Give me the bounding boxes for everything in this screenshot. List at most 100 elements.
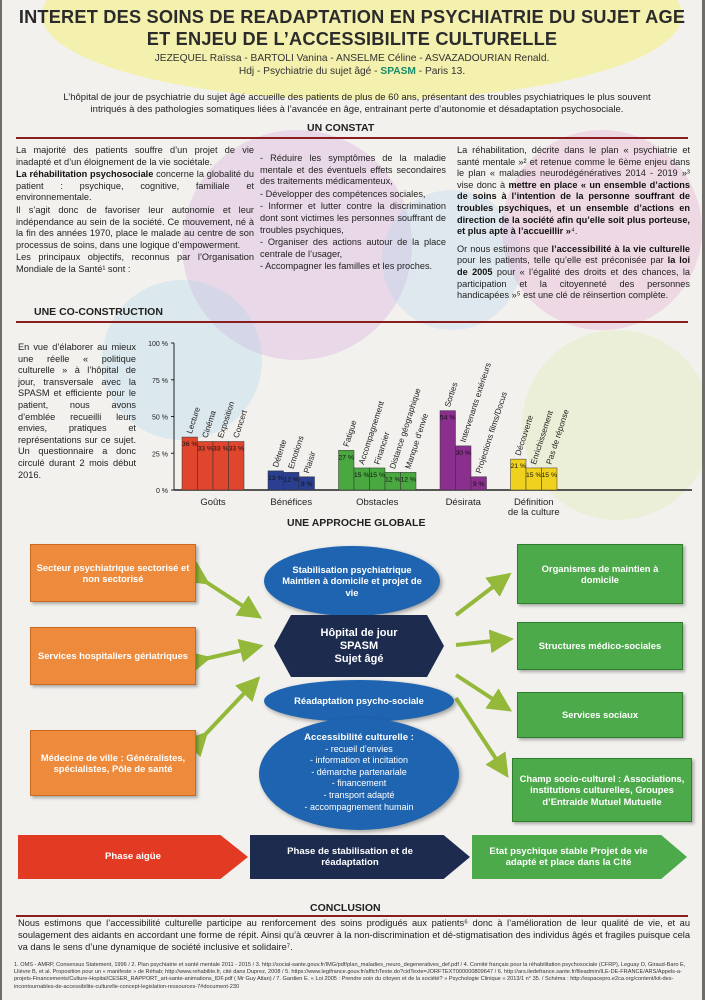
y-tick-label: 0 % [156, 488, 168, 495]
ellipse-readaptation: Réadaptation psycho-sociale [264, 680, 454, 722]
bar-value-label: 9 % [301, 481, 313, 488]
bar-value-label: 15 % [354, 472, 370, 479]
bar-category-label: Fatigue [342, 419, 359, 448]
bar-value-label: 12 % [401, 476, 417, 483]
access-title: Accessibilité culturelle : [304, 732, 414, 743]
objective-item: - Développer des compétences sociales, [260, 188, 426, 199]
objective-item: - Accompagner les familles et les proche… [260, 261, 433, 272]
conclusion-text: Nous estimons que l’accessibilité cultur… [18, 918, 690, 952]
access-item: - recueil d’envies [325, 743, 393, 754]
diagram-arrows [183, 561, 514, 779]
global-approach-diagram: Secteur psychiatrique sectorisé et non s… [2, 530, 702, 900]
access-item: - information et incitation [309, 755, 409, 766]
arrow-left-3 [183, 676, 261, 757]
poster-title: INTERET DES SOINS DE READAPTATION EN PSY… [2, 6, 702, 50]
group-label: de la culture [508, 507, 560, 515]
section-title-constat: UN CONSTAT [307, 122, 375, 134]
constat-left-column: La majorité des patients souffre d’un pr… [16, 145, 254, 277]
decor-circle [102, 280, 262, 440]
phase-stabilisation-arrow: Phase de stabilisation et de réadaptatio… [250, 835, 470, 879]
group-label: Obstacles [356, 497, 398, 508]
ellipse-accessibilite-culturelle: Accessibilité culturelle : - recueil d’e… [259, 718, 459, 830]
constat-right-p1: La réhabilitation, décrite dans le plan … [457, 145, 690, 237]
bar [470, 476, 487, 491]
bar-category-label: Emotions [287, 435, 306, 470]
arrow-left-1 [183, 561, 263, 619]
objective-item: - Réduire les symptômes de la maladie me… [260, 153, 446, 187]
box-medecine-de-ville: Médecine de ville : Généralistes, spécia… [30, 730, 196, 796]
arrow-right-1 [454, 572, 512, 617]
bar [439, 410, 456, 491]
constat-right-p2: Or nous estimons que l’accessibilité à l… [457, 243, 691, 301]
bar-category-label: Sorties [443, 381, 459, 408]
box-services-sociaux: Services sociaux [517, 692, 683, 738]
group-label: Goûts [200, 497, 226, 508]
section-rule [16, 321, 688, 323]
bar-category-label: Découverte [514, 414, 536, 457]
objective-item: - Informer et lutter contre la discrimin… [260, 201, 446, 235]
bar-value-label: 36 % [182, 441, 198, 448]
bar-value-label: 15 % [526, 472, 542, 479]
bar-value-label: 30 % [456, 450, 472, 457]
bar-category-label: Concert [232, 408, 250, 439]
bar-value-label: 33 % [198, 445, 214, 452]
decor-circle [502, 130, 702, 330]
bar-value-label: 33 % [229, 445, 245, 452]
spasm-label: SPASM [380, 66, 416, 77]
bar-category-label: Détente [271, 438, 289, 468]
arrow-right-2 [455, 629, 514, 654]
y-tick-label: 25 % [152, 451, 168, 458]
phase-aigue-arrow: Phase aigüe [18, 835, 248, 879]
bar-value-label: 13 % [268, 475, 284, 482]
access-item: - démarche partenariale [311, 766, 407, 777]
phase-etat-stable-arrow: Etat psychique stable Projet de vie adap… [472, 835, 687, 879]
intro-text: L’hôpital de jour de psychiatrie du suje… [63, 92, 651, 115]
bar-category-label: Lecture [185, 406, 202, 435]
coconstruction-text: En vue d’élaborer au mieux une réelle « … [18, 342, 136, 480]
arrow-right-4 [454, 696, 509, 779]
section-rule [16, 915, 688, 917]
constat-middle-column: - Réduire les symptômes de la maladie me… [260, 153, 446, 274]
access-item: - accompagnement humain [304, 801, 414, 812]
constat-p3: Il s’agit donc de favoriser leur autonom… [16, 204, 254, 250]
group-label: Désirata [446, 497, 482, 508]
section-rule [16, 137, 688, 139]
arrow-right-3 [454, 673, 513, 712]
hexagon-line: Sujet âgé [334, 652, 384, 665]
objective-item: - Organiser des actions autour de la pla… [260, 237, 446, 259]
bar [455, 445, 472, 491]
box-secteur-psychiatrique: Secteur psychiatrique sectorisé et non s… [30, 544, 196, 602]
bar-category-label: Plaisir [302, 450, 318, 474]
box-maintien-domicile: Organismes de maintien à domicile [517, 544, 683, 604]
section-title-approche: UNE APPROCHE GLOBALE [287, 517, 426, 529]
bar-value-label: 12 % [385, 476, 401, 483]
bar-value-label: 21 % [511, 463, 527, 470]
section-title-coconstruction: UNE CO-CONSTRUCTION [34, 306, 163, 318]
bar-value-label: 9 % [473, 481, 485, 488]
arrow-left-2 [185, 639, 264, 675]
bar-value-label: 33 % [213, 445, 229, 452]
bar [228, 441, 245, 491]
y-tick-label: 75 % [152, 378, 168, 385]
constat-right-column: La réhabilitation, décrite dans le plan … [457, 145, 690, 303]
box-champ-socio-culturel: Champ socio-culturel : Associations, ins… [512, 758, 692, 822]
box-structures-medico-sociales: Structures médico-sociales [517, 622, 683, 670]
access-item: - transport adapté [323, 789, 395, 800]
bar-value-label: 27 % [339, 454, 355, 461]
hexagon-line: SPASM [339, 639, 379, 652]
bar [298, 476, 315, 491]
bar-value-label: 15 % [542, 472, 558, 479]
bar-category-label: Financier [373, 431, 392, 466]
constat-p2: La réhabilitation psychosociale concerne… [16, 169, 254, 203]
hexagon-line: Hôpital de jour [320, 626, 398, 639]
constat-p4: Les principaux objectifs, reconnus par l… [16, 252, 254, 274]
title-line-2: ET ENJEU DE L’ACCESSIBILITE CULTURELLE [146, 29, 558, 49]
y-tick-label: 50 % [152, 415, 168, 422]
hexagon-hopital-de-jour: Hôpital de jour SPASM Sujet âgé [274, 615, 444, 677]
authors-names: JEZEQUEL Raïssa - BARTOLI Vanina - ANSEL… [154, 53, 550, 64]
bar [400, 472, 417, 491]
constat-p1: La majorité des patients souffre d’un pr… [16, 145, 254, 167]
